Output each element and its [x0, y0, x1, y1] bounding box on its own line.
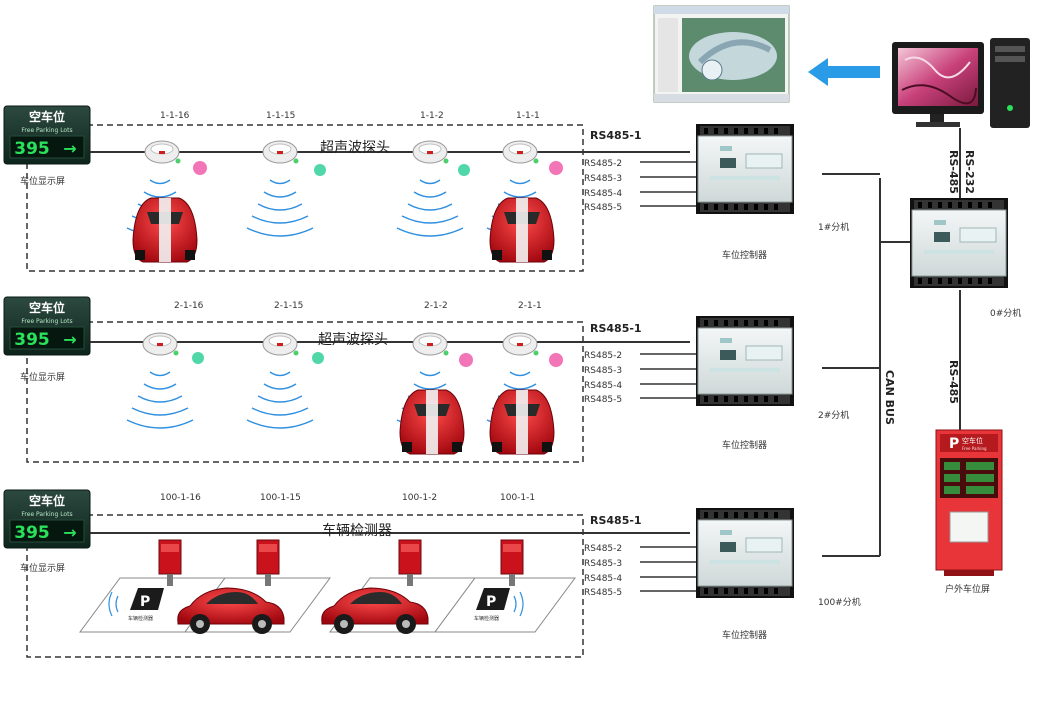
row-3-frame: [26, 514, 584, 658]
main-unit-label: 0#分机: [990, 307, 1021, 319]
link-rs485-pc-label: RS-485: [947, 150, 960, 194]
row-3-id-4: 100-1-1: [500, 493, 535, 503]
row-3-p-letter-2: P: [486, 594, 496, 610]
computer-workstation: [892, 38, 1030, 128]
row-1-id-4: 1-1-1: [516, 111, 540, 121]
row-2-id-1: 2-1-16: [174, 301, 204, 311]
row-2-sensor-4: [502, 332, 539, 356]
row-1-led-1: [193, 161, 207, 175]
row-2-detector-label: 超声波探头: [318, 332, 388, 348]
row-2-sensor-2: [262, 332, 299, 356]
row-3: 车位显示屏 100-1-16 100-1-15 100-1-2 100-1-1 …: [3, 489, 880, 658]
row-3-bus-3: RS485-3: [584, 559, 622, 569]
row-1-sensor-4: [502, 140, 539, 164]
row-2-controller-box: [695, 315, 795, 407]
row-1-id-2: 1-1-15: [266, 111, 295, 121]
row-3-bus-1: RS485-1: [590, 514, 642, 527]
link-rs232-label: RS-232: [963, 150, 976, 194]
row-2-id-3: 2-1-2: [424, 301, 448, 311]
row-2-led-3: [459, 353, 473, 367]
row-3-bus-4: RS485-4: [584, 574, 622, 584]
row-2-car-2: [489, 389, 555, 455]
row-2-frame: [26, 321, 584, 463]
row-2-sensor-1: [142, 332, 179, 356]
row-1-display-board: [3, 105, 91, 165]
row-1-bus-4: RS485-4: [584, 189, 622, 199]
row-2-display-board: [3, 296, 91, 356]
row-3-bus-5: RS485-5: [584, 588, 622, 598]
row-3-p-text-1: 车辆检测器: [128, 615, 153, 622]
row-1-controller-label: 车位控制器: [722, 249, 767, 261]
row-1-unit-label: 1#分机: [818, 221, 849, 233]
row-2-bus-1: RS485-1: [590, 322, 642, 335]
row-2-led-4: [549, 353, 563, 367]
row-1-led-2: [314, 164, 326, 176]
row-3-controller-box: [695, 507, 795, 599]
row-2-bus-5: RS485-5: [584, 395, 622, 405]
row-3-parking-sign-1: P 车辆检测器: [128, 588, 164, 622]
row-1-bus-3: RS485-3: [584, 174, 622, 184]
row-1-car-1: [132, 197, 198, 263]
row-2-led-1: [192, 352, 204, 364]
row-3-p-text-2: 车辆检测器: [474, 615, 499, 622]
row-1-frame: [26, 124, 584, 272]
row-1-sensor-1: [144, 140, 181, 164]
kiosk-title: 空车位: [962, 436, 983, 445]
monitoring-screenshot: [653, 5, 790, 103]
row-2-bus-2: RS485-2: [584, 351, 622, 361]
row-3-detector-label: 车辆检测器: [322, 522, 392, 539]
row-1-led-4: [549, 161, 563, 175]
row-3-display-board: [3, 489, 91, 549]
row-1-led-3: [458, 164, 470, 176]
row-1: 车位显示屏 1-1-16 1-1-15 1-1-2 1-1-1 超声波探头 RS…: [3, 105, 880, 272]
row-1-bus-2: RS485-2: [584, 159, 622, 169]
row-3-unit-label: 100#分机: [818, 596, 861, 608]
outdoor-screen-caption: 户外车位屏: [945, 583, 990, 595]
row-2-display-caption: 车位显示屏: [20, 371, 65, 383]
row-3-parking-sign-2: P 车辆检测器: [474, 588, 510, 622]
main-controller-box: [909, 197, 1009, 289]
row-2-id-2: 2-1-15: [274, 301, 303, 311]
row-1-id-3: 1-1-2: [420, 111, 444, 121]
row-3-id-2: 100-1-15: [260, 493, 301, 503]
row-3-p-letter-1: P: [140, 594, 150, 610]
row-2-car-1: [399, 389, 465, 455]
row-3-id-1: 100-1-16: [160, 493, 201, 503]
link-rs485-outdoor-label: RS-485: [947, 360, 960, 404]
row-1-car-2: [489, 197, 555, 263]
row-2: 车位显示屏 2-1-16 2-1-15 2-1-2 2-1-1 超声波探头 RS…: [3, 296, 880, 463]
row-2-id-4: 2-1-1: [518, 301, 542, 311]
data-flow-arrow: [808, 58, 880, 86]
row-1-id-1: 1-1-16: [160, 111, 190, 121]
row-1-bus-1: RS485-1: [590, 129, 642, 142]
row-1-detector-label: 超声波探头: [320, 140, 390, 156]
row-3-display-caption: 车位显示屏: [20, 562, 65, 574]
row-2-sensor-3: [412, 332, 449, 356]
kiosk-p-icon: P: [949, 436, 959, 452]
row-2-bus-3: RS485-3: [584, 366, 622, 376]
row-1-sensor-2: [262, 140, 299, 164]
outdoor-parking-screen: P 空车位 Free Parking: [935, 429, 1003, 576]
row-1-bus-5: RS485-5: [584, 203, 622, 213]
row-1-display-caption: 车位显示屏: [20, 175, 65, 187]
kiosk-subtitle: Free Parking: [962, 446, 987, 451]
row-3-controller-label: 车位控制器: [722, 629, 767, 641]
row-2-unit-label: 2#分机: [818, 409, 849, 421]
row-2-controller-label: 车位控制器: [722, 439, 767, 451]
row-1-sensor-3: [412, 140, 449, 164]
can-bus-label: CAN BUS: [883, 370, 896, 425]
row-1-controller-box: [695, 123, 795, 215]
row-3-id-3: 100-1-2: [402, 493, 437, 503]
row-2-led-2: [312, 352, 324, 364]
row-3-bus-2: RS485-2: [584, 544, 622, 554]
row-2-bus-4: RS485-4: [584, 381, 622, 391]
